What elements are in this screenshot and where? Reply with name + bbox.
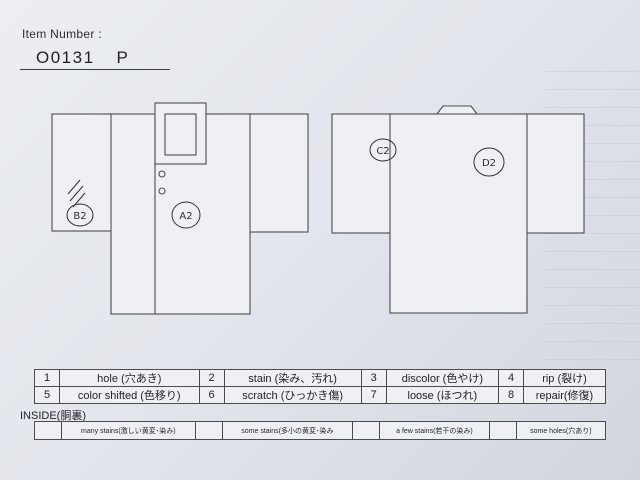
damage-mark-b2: B2 <box>66 203 94 227</box>
inside-option-many-stains: many stains(激しい黄変･染み) <box>61 421 196 440</box>
front-view <box>51 102 309 315</box>
stain-hatch-1 <box>67 179 81 195</box>
mark-b2-circle <box>66 203 94 227</box>
front-collar-inner <box>164 113 197 156</box>
mark-a2-circle <box>171 201 201 229</box>
back-view <box>331 105 585 314</box>
inside-checkbox-4[interactable] <box>488 421 517 440</box>
mark-d2-label: D2 <box>482 158 496 169</box>
legend-num-8: 8 <box>498 386 524 404</box>
legend-label-stain: stain (染み、汚れ) <box>223 369 362 387</box>
damage-mark-d2: D2 <box>473 147 505 177</box>
legend-num-7: 7 <box>360 386 387 404</box>
mark-c2-label: C2 <box>376 146 389 157</box>
mark-b2-label: B2 <box>73 211 86 222</box>
legend-label-rip: rip (裂け) <box>523 369 606 387</box>
back-body <box>389 113 528 314</box>
legend-label-loose: loose (ほつれ) <box>385 386 500 404</box>
mark-d2-circle <box>473 147 505 177</box>
legend-num-6: 6 <box>198 386 225 404</box>
legend-label-scratch: scratch (ひっかき傷) <box>223 386 362 404</box>
inside-checkbox-2[interactable] <box>194 421 223 440</box>
legend-num-5: 5 <box>34 386 60 404</box>
inside-option-some-stains: some stains(多小の黄変･染み <box>221 421 354 440</box>
inside-row: many stains(激しい黄変･染み) some stains(多小の黄変･… <box>34 421 607 440</box>
item-number-label: Item Number : <box>22 27 102 41</box>
legend-label-repair: repair(修復) <box>523 386 606 404</box>
legend-num-1: 1 <box>34 369 60 387</box>
front-button-bottom <box>158 187 166 195</box>
mark-a2-label: A2 <box>179 211 192 222</box>
inside-option-few-stains: a few stains(若干の染み) <box>379 421 490 440</box>
legend-label-color-shifted: color shifted (色移り) <box>59 386 200 404</box>
defect-legend-table: 1 hole (穴あき) 2 stain (染み、汚れ) 3 discolor … <box>34 369 606 404</box>
front-button-top <box>158 170 166 178</box>
legend-label-hole: hole (穴あき) <box>59 369 200 387</box>
inside-section-title: INSIDE(胴裏) <box>20 410 86 422</box>
inside-option-some-holes: some holes(穴あり) <box>515 421 607 440</box>
stain-hatch-2 <box>69 185 84 202</box>
back-left-sleeve <box>331 113 392 234</box>
legend-num-3: 3 <box>360 369 387 387</box>
legend-num-4: 4 <box>498 369 524 387</box>
legend-label-discolor: discolor (色やけ) <box>385 369 500 387</box>
legend-num-2: 2 <box>198 369 225 387</box>
item-suffix: P <box>116 48 130 67</box>
item-number-underline <box>20 69 170 70</box>
back-right-sleeve <box>525 113 585 234</box>
legend-row: 1 hole (穴あき) 2 stain (染み、汚れ) 3 discolor … <box>34 369 606 387</box>
item-number-value: O0131 P <box>36 48 151 68</box>
damage-mark-c2: C2 <box>369 138 397 162</box>
inside-condition-table: many stains(激しい黄変･染み) some stains(多小の黄変･… <box>34 421 607 440</box>
damage-mark-a2: A2 <box>171 201 201 229</box>
front-right-sleeve <box>248 113 309 233</box>
mark-c2-circle <box>369 138 397 162</box>
legend-row: 5 color shifted (色移り) 6 scratch (ひっかき傷) … <box>34 386 606 404</box>
inside-checkbox-3[interactable] <box>352 421 381 440</box>
item-code: O0131 <box>36 48 95 67</box>
inside-checkbox-1[interactable] <box>34 421 62 440</box>
back-collar <box>435 105 479 115</box>
